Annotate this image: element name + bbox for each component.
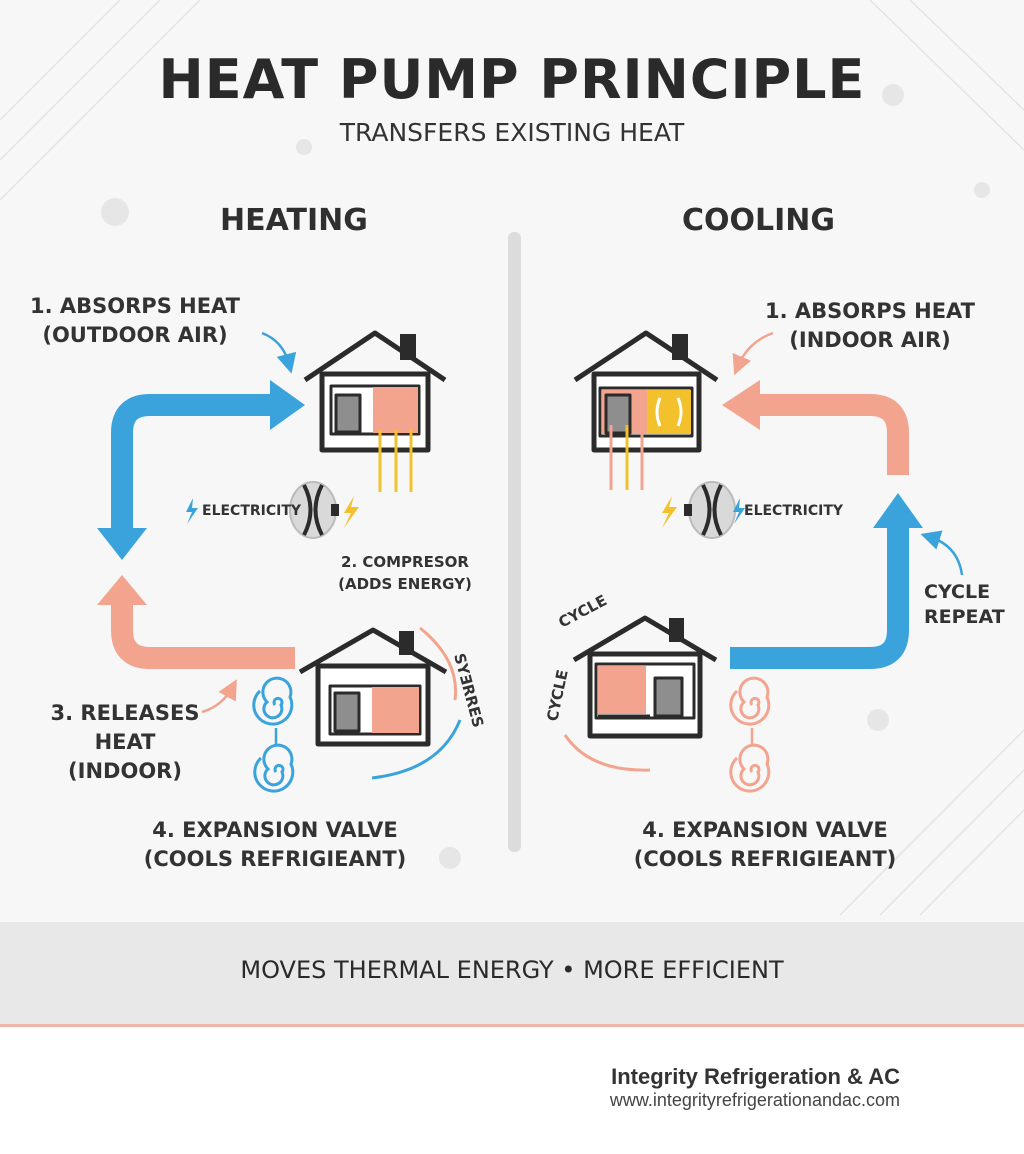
cycle-arc: [419, 626, 458, 701]
cooling-cycle-label-b: CYCLE: [543, 668, 571, 723]
spiral-icon: [253, 743, 295, 793]
cooling-cycle-label-a: CYCLE: [555, 591, 610, 631]
spiral-icon: [729, 676, 771, 746]
compressor-icon: [289, 481, 339, 539]
heating-step1-label: 1. ABSORPS HEAT (OUTDOOR AIR): [30, 292, 240, 350]
heating-salmon-arrowhead-up: [97, 575, 147, 605]
cooling-salmon-arrowhead-left: [722, 380, 760, 430]
lightning-icon: [662, 496, 677, 528]
lightning-icon: [186, 498, 198, 524]
callout-arrow: [261, 331, 297, 374]
heat-lines-icon: [378, 430, 413, 492]
heating-blue-arrow: [111, 394, 285, 535]
page-subtitle: TRANSFERS EXISTING HEAT: [339, 118, 685, 147]
cooling-salmon-arrow: [750, 394, 909, 475]
page-title: HEAT PUMP PRINCIPLE: [158, 48, 866, 111]
panel-divider: [508, 232, 521, 852]
cooling-step1-label: 1. ABSORPS HEAT (INDOOR AIR): [765, 297, 975, 355]
heating-step3-label: 3. RELEASES HEAT (INDOOR): [50, 699, 200, 786]
cooling-blue-arrowhead-up: [873, 493, 923, 528]
cooling-cycle-repeat-label: CYCLE REPEAT: [924, 580, 1019, 630]
company-url[interactable]: www.integrityrefrigerationandac.com: [609, 1090, 900, 1110]
heating-step2-line1: 2. COMPRESOR: [341, 553, 469, 571]
heating-step4-label: 4. EXPANSION VALVE (COOLS REFRIGIEANT): [140, 816, 410, 874]
decorative-dots: [101, 84, 990, 869]
cooling-blue-arrow: [730, 525, 909, 669]
decorative-lines: [0, 0, 1024, 916]
callout-arrow: [201, 679, 237, 714]
heating-salmon-arrow: [111, 598, 295, 669]
heating-step1-line1: 1. ABSORPS HEAT: [30, 294, 240, 318]
heating-step1-line2: (OUTDOOR AIR): [42, 323, 228, 347]
company-name: Integrity Refrigeration & AC: [611, 1064, 900, 1089]
cooling-step4-line1: 4. EXPANSION VALVE: [642, 818, 888, 842]
cooling-step4-label: 4. EXPANSION VALVE (COOLS REFRIGIEANT): [630, 816, 900, 874]
compressor-icon: [684, 481, 736, 539]
heat-lines-icon: [609, 425, 644, 490]
cooling-step4-line2: (COOLS REFRIGIEANT): [633, 847, 897, 871]
cycle-arc: [563, 734, 651, 772]
heating-step2-line2: (ADDS ENERGY): [338, 575, 472, 593]
summary-text: MOVES THERMAL ENERGY • MORE EFFICIENT: [240, 956, 784, 984]
callout-arrow: [732, 331, 774, 376]
callout-arrow: [920, 530, 964, 576]
heating-blue-arrowhead-right: [270, 380, 305, 430]
lightning-icon: [344, 496, 359, 528]
summary-band: [0, 922, 1024, 1027]
heating-electricity-label: ELECTRICITY: [202, 503, 302, 519]
house-icon: [573, 330, 719, 453]
cycle-arc: [371, 719, 462, 780]
footer: [0, 1027, 1024, 1154]
house-icon: [572, 615, 718, 739]
heating-step4-line2: (COOLS REFRIGIEANT): [143, 847, 407, 871]
heating-step3-line1: 3. RELEASES: [50, 701, 200, 725]
lightning-icon: [733, 498, 745, 524]
cooling-title: COOLING: [682, 203, 836, 238]
cycle-repeat-line2: REPEAT: [924, 606, 1005, 628]
heating-step3-line2: HEAT: [94, 730, 156, 754]
heating-blue-arrowhead-down: [97, 528, 147, 560]
heating-step3-line3: (INDOOR): [68, 759, 182, 783]
cooling-step1-line2: (INDOOR AIR): [789, 328, 951, 352]
house-icon: [303, 330, 447, 453]
cooling-step1-line1: 1. ABSORPS HEAT: [765, 299, 975, 323]
house-icon: [298, 627, 448, 747]
spiral-icon: [252, 676, 294, 746]
cooling-electricity-label: ELECTRICITY: [744, 503, 844, 519]
spiral-icon: [729, 743, 771, 793]
heating-step4-line1: 4. EXPANSION VALVE: [152, 818, 398, 842]
heating-title: HEATING: [220, 203, 368, 238]
cycle-repeat-line1: CYCLE: [924, 581, 991, 603]
heating-step2-label: 2. COMPRESOR (ADDS ENERGY): [335, 551, 475, 595]
